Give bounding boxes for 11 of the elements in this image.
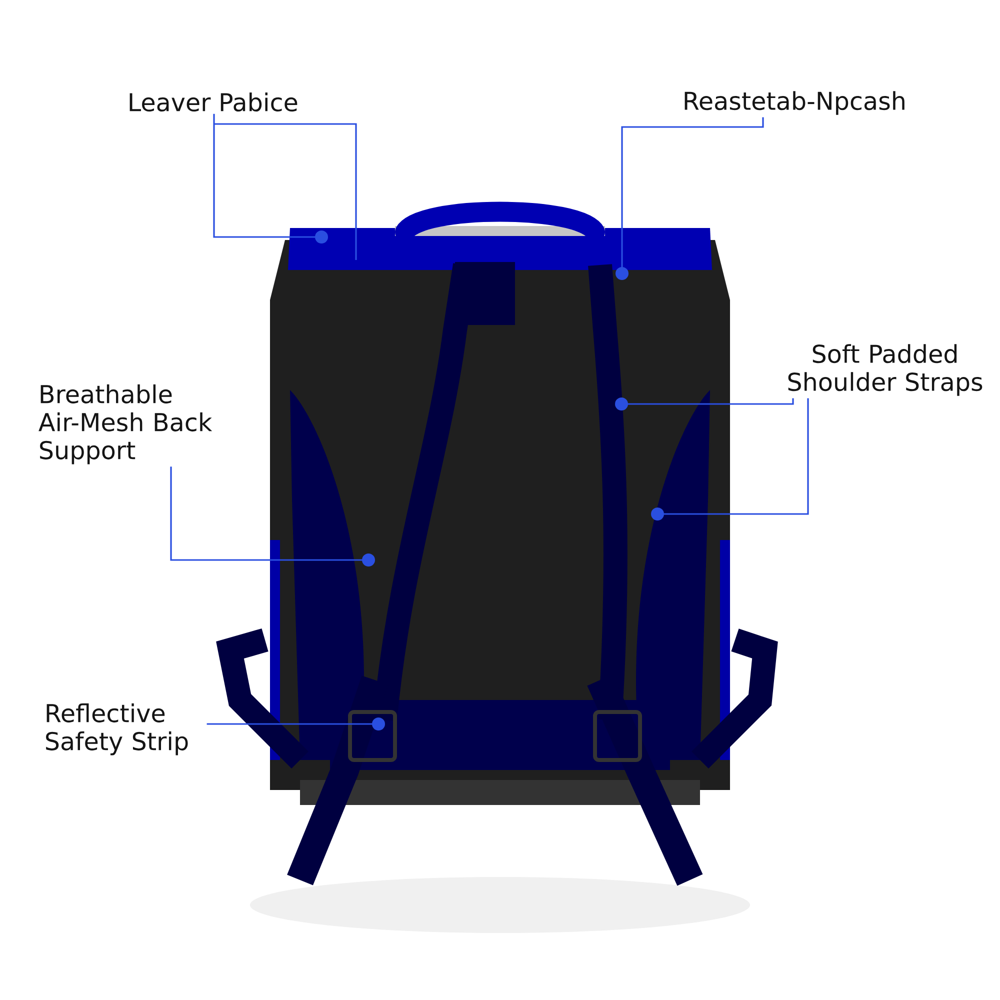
- callout-label: Soft Padded Shoulder Straps: [788, 344, 982, 396]
- leader-line: [213, 114, 357, 261]
- leader-line: [170, 466, 375, 566]
- callout-label: Breathable Air-Mesh Back Support: [38, 384, 212, 464]
- callout-label: Reastetab-Npcash: [684, 91, 904, 115]
- callout-label: Leaver Pabice: [130, 92, 298, 112]
- leader-line: [651, 398, 809, 520]
- leader-line: [615, 398, 794, 410]
- leader-line: [206, 718, 385, 730]
- leader-line: [616, 117, 764, 280]
- callout-label: Reflective Safety Strip: [46, 703, 188, 756]
